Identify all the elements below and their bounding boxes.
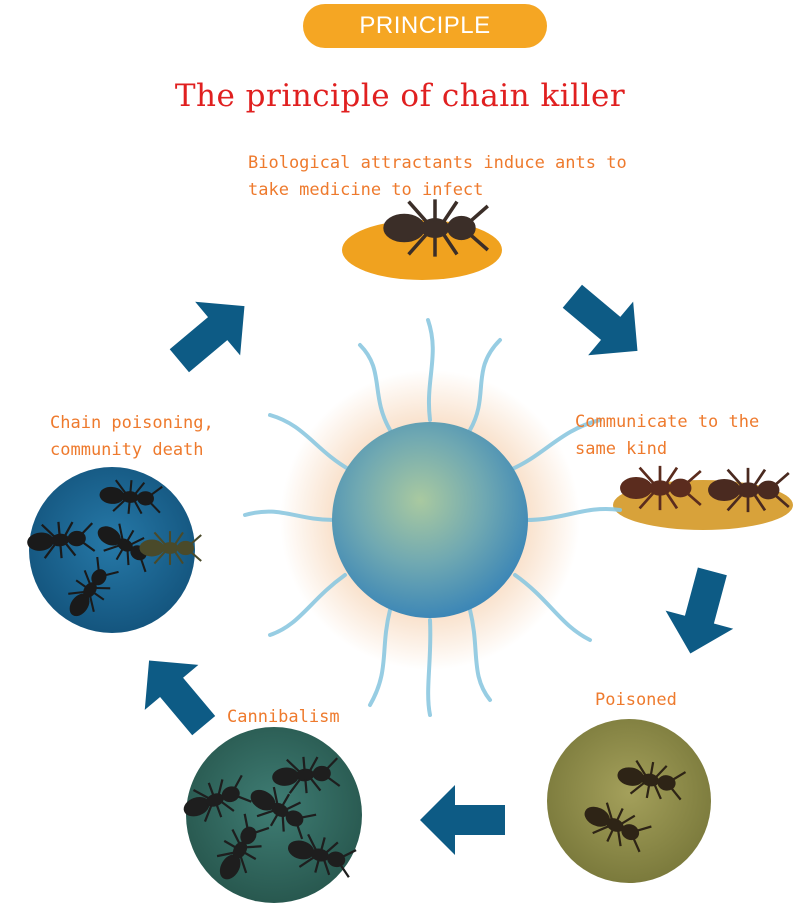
step3-label: Poisoned (595, 690, 677, 710)
step2-image (613, 464, 793, 530)
step1-label: Biological attractants induce ants to ta… (248, 153, 627, 200)
step1-image (342, 197, 502, 280)
arrow-icon (169, 301, 245, 373)
arrow-icon (562, 284, 638, 356)
step3-image (547, 719, 711, 883)
principle-badge: PRINCIPLE (303, 4, 547, 48)
step2-label: Communicate to the same kind (575, 412, 760, 459)
arrow-icon (420, 785, 505, 855)
step5-label: Chain poisoning, community death (50, 413, 214, 460)
cycle-arrows (144, 284, 734, 855)
diagram-title: The principle of chain killer (174, 78, 626, 114)
arrow-icon (144, 660, 216, 736)
arrow-icon (665, 567, 734, 654)
step5-image (25, 467, 203, 633)
step4-image (177, 727, 362, 903)
step4-label: Cannibalism (227, 707, 340, 727)
bait-ball-image (243, 318, 622, 717)
